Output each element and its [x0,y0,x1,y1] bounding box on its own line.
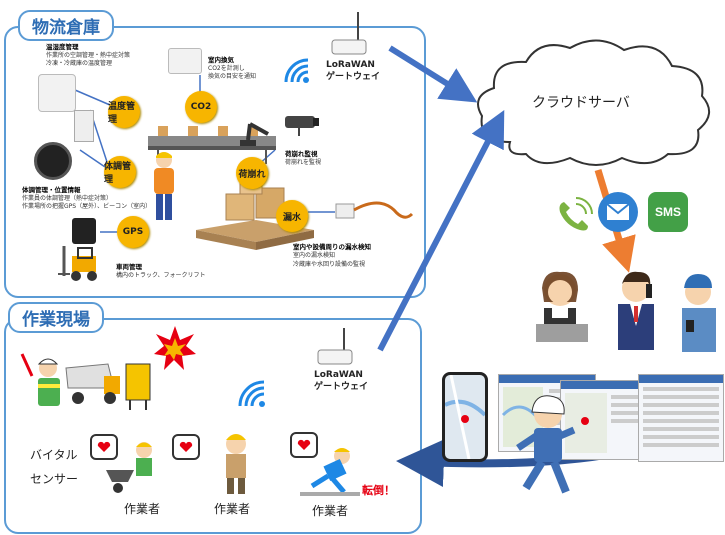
node-temp: 温度管理 [108,96,140,128]
warehouse-wifi-icon [284,58,309,83]
smartwatch-device [34,142,72,180]
note-temp-title: 温湿度管理 [46,43,79,51]
door-sensor-device [74,110,94,142]
heart-watch-icon [297,439,311,450]
site-gateway-label-l2: ゲートウェイ [314,382,369,392]
phone-call-icon [559,197,593,231]
sms-label: SMS [654,205,681,219]
warehouse-gateway-label-l2: ゲートウェイ [326,72,381,82]
node-gps: GPS [117,216,149,248]
warehouse-title: 物流倉庫 [18,10,114,41]
node-co2: CO2 [185,91,217,123]
note-cargo-title: 荷崩れ監視 [285,150,318,158]
warehouse-worker-figure [154,152,174,220]
staff-female-laptop-figure [536,271,588,342]
dump-truck-icon [65,363,120,404]
arrow-site-to-cloud [377,110,505,352]
arrow-warehouse-to-cloud [388,45,478,103]
site-gateway-label-l1: LoRaWAN [314,370,363,380]
note-health-l1: 作業員の体調管理（熱中症対策） [22,195,113,202]
warehouse-gateway-label-l1: LoRaWAN [326,60,375,70]
vital-sensor-label-l2: センサー [30,472,79,486]
vital-watch-bubble-3 [290,432,318,458]
vital-watch-bubble-2 [172,434,200,460]
temp-sensor-device [38,74,76,112]
conveyor-belt-icon [148,126,276,164]
sms-icon: SMS [648,192,688,232]
dashboard-screen-3 [638,374,724,462]
note-leak-l1: 室内の漏水検知 [293,252,336,259]
heart-watch-icon [179,441,193,452]
note-temp-l1: 作業所の空調管理・熱中症対策 [46,52,131,59]
note-temp-l2: 冷凍・冷蔵庫の温度管理 [46,60,113,67]
leak-sensor-icon [335,201,414,219]
note-co2-l1: CO2を計測し [208,65,245,72]
site-worker-falling-figure [300,448,360,496]
gps-tracker-device [72,218,96,244]
staff-male-phone-figure [618,271,654,350]
camera-icon [285,116,319,136]
note-leak-title: 室内や設備周りの漏水検知 [293,243,371,251]
cloud-server-label: クラウドサーバ [532,95,630,111]
vital-sensor-label-l1: バイタル [30,448,78,462]
site-worker-wheelbarrow-figure [106,442,152,493]
note-leak-l2: 冷蔵庫や水回り設備の監視 [293,261,366,268]
worker-label-3: 作業者 [312,504,349,518]
warehouse-gateway-router-icon [331,12,367,55]
cloud-server-shape [477,39,710,166]
robot-arm-icon [240,122,269,146]
mail-icon [598,192,638,232]
forklift-icon [58,246,97,281]
node-leak: 漏水 [276,200,308,232]
flagman-worker-figure [20,353,60,406]
fall-alert-label: 転倒！ [362,484,395,497]
node-body-temp: 体調管理 [104,156,136,188]
site-title: 作業現場 [8,302,104,333]
site-worker-sweating-figure [226,434,246,494]
node-cargo-collapse: 荷崩れ [236,157,268,189]
danger-explosion-icon [154,326,196,370]
worker-label-1: 作業者 [124,502,161,516]
note-health-title: 体調管理・位置情報 [22,186,81,194]
note-co2-title: 室内換気 [208,56,234,64]
heart-watch-icon [97,441,111,452]
note-vehicle-title: 車両管理 [116,263,142,271]
staff-worker-phone-figure [682,274,716,352]
worker-label-2: 作業者 [214,502,251,516]
note-vehicle-l1: 構内のトラック、フォークリフト [116,272,206,279]
note-co2-l2: 換気の目安を通知 [208,73,257,80]
construction-sign-icon [125,363,151,410]
vital-watch-bubble-1 [90,434,118,460]
site-wifi-icon [238,380,265,407]
site-gateway-router-icon [317,328,353,365]
smartphone-map-screen [442,372,488,462]
co2-sensor-device [168,48,202,74]
note-health-l2: 作業場所の把握GPS（屋外）、ビーコン（室内） [22,203,152,210]
running-worker-figure [516,395,576,494]
note-cargo-l1: 荷崩れを監視 [285,159,322,166]
warehouse-panel [4,26,426,298]
